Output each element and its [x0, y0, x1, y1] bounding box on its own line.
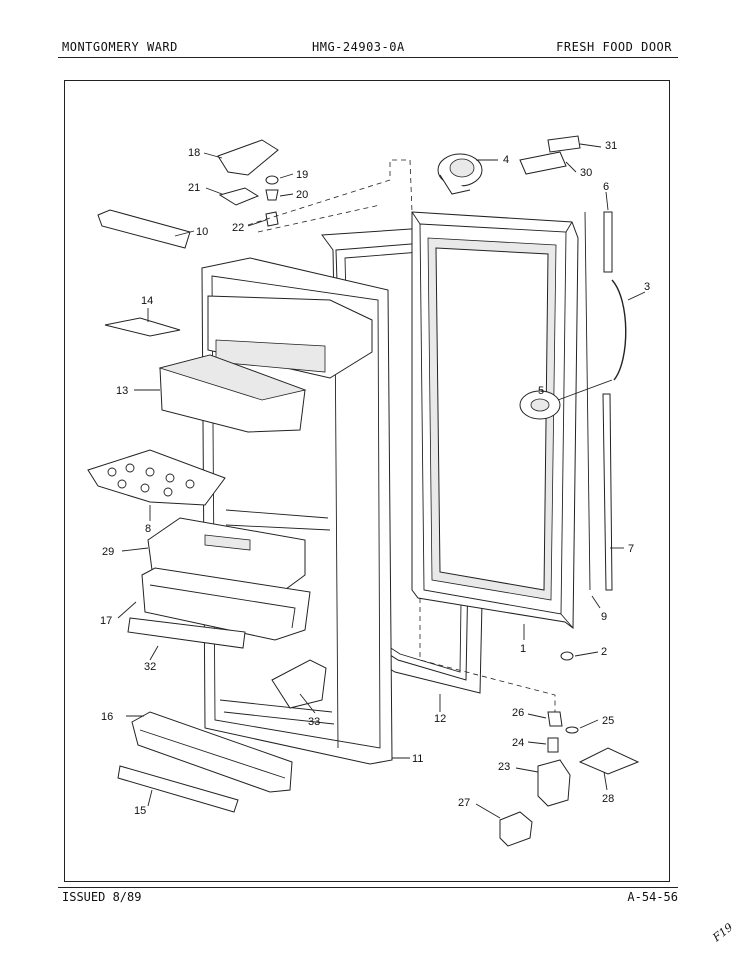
part-label-25: 25 [602, 715, 614, 727]
part-label-15: 15 [134, 805, 146, 817]
part-label-21: 21 [188, 182, 200, 194]
part-label-9: 9 [601, 611, 607, 623]
part-label-29: 29 [102, 546, 114, 558]
handle-10 [97, 209, 191, 249]
part-label-2: 2 [601, 646, 607, 658]
part-label-31: 31 [605, 140, 617, 152]
rod-6 [603, 211, 613, 273]
pin-24 [547, 737, 559, 753]
clip-14 [104, 317, 181, 337]
header-rule [58, 57, 678, 58]
leader-lines [117, 143, 646, 819]
bracket-33 [271, 659, 327, 709]
washer-25 [565, 726, 579, 734]
part-label-1: 1 [520, 643, 526, 655]
shelf-13 [158, 354, 307, 433]
hinge-cover-21 [218, 187, 260, 206]
part-label-20: 20 [296, 189, 308, 201]
hinge-plate-18 [217, 139, 279, 176]
part-label-7: 7 [628, 543, 634, 555]
door-bin [131, 711, 293, 793]
footer-rule [58, 887, 678, 888]
egg-tray [87, 449, 226, 506]
outer-door-panel [411, 211, 579, 629]
screw-22 [265, 211, 279, 227]
part-label-30: 30 [580, 167, 592, 179]
part-label-8: 8 [145, 523, 151, 535]
assembly-line-hinge [257, 204, 381, 233]
assembly-line-top [247, 159, 413, 226]
footer-page-number: A-54-56 [627, 890, 678, 904]
part-label-12: 12 [434, 713, 446, 725]
part-label-10: 10 [196, 226, 208, 238]
bin-trim-strip [117, 765, 239, 813]
plate-28 [578, 747, 640, 775]
bushing-26 [547, 711, 563, 727]
washer-19 [265, 175, 279, 185]
part-label-22: 22 [232, 222, 244, 234]
header-model-number: HMG-24903-0A [312, 40, 405, 54]
diagram-frame [64, 80, 670, 882]
strip-7 [602, 393, 613, 591]
part-label-6: 6 [603, 181, 609, 193]
rod-9 [584, 211, 591, 591]
part-label-26: 26 [512, 707, 524, 719]
part-label-14: 14 [141, 295, 153, 307]
grommet-5 [519, 379, 613, 420]
header-brand: MONTGOMERY WARD [62, 40, 178, 54]
part-label-17: 17 [100, 615, 112, 627]
part-label-19: 19 [296, 169, 308, 181]
part-label-27: 27 [458, 797, 470, 809]
part-label-33: 33 [308, 716, 320, 728]
bushing-20 [265, 189, 279, 201]
plug-2 [560, 651, 574, 661]
header-section-title: FRESH FOOD DOOR [556, 40, 672, 54]
cord-3 [611, 279, 627, 381]
part-label-18: 18 [188, 147, 200, 159]
trim-piece-30 [519, 151, 567, 175]
bracket-27 [499, 811, 533, 847]
part-label-5: 5 [538, 385, 544, 397]
trim-strip-32 [127, 617, 246, 649]
part-label-4: 4 [503, 154, 509, 166]
part-label-13: 13 [116, 385, 128, 397]
dairy-compartment [141, 567, 311, 641]
part-label-11: 11 [412, 753, 423, 765]
part-label-16: 16 [101, 711, 113, 723]
footer-issued-date: ISSUED 8/89 [62, 890, 142, 904]
part-label-3: 3 [644, 281, 650, 293]
part-label-24: 24 [512, 737, 524, 749]
cover-31 [547, 135, 581, 153]
hinge-cap-4 [437, 153, 483, 195]
part-label-28: 28 [602, 793, 614, 805]
assembly-line-bottom [419, 598, 556, 712]
hinge-23 [537, 759, 571, 807]
part-label-32: 32 [144, 661, 156, 673]
part-label-23: 23 [498, 761, 510, 773]
